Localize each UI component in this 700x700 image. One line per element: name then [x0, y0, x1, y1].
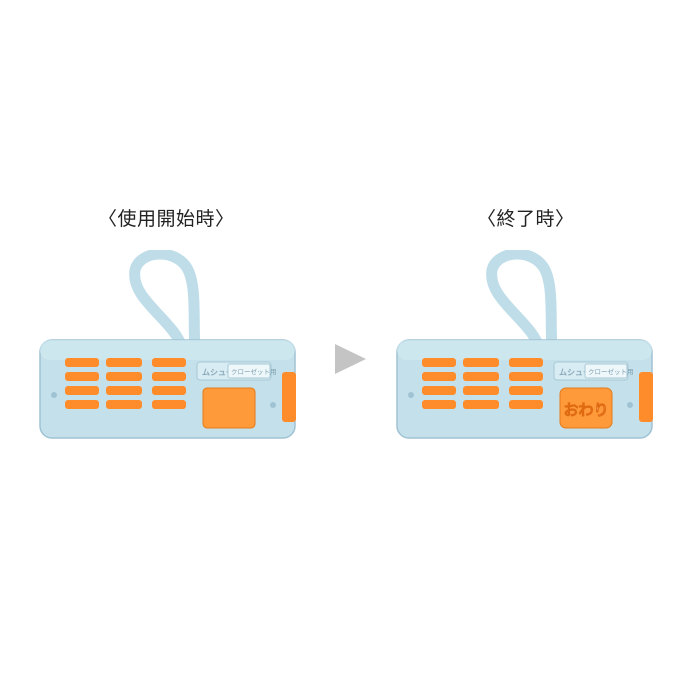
- brand-name: ムシューダ: [559, 367, 599, 377]
- indicator-end-text: おわり: [563, 401, 608, 419]
- product-end: ムシューダ クローゼット用 おわり: [392, 250, 662, 460]
- vent-grid: [65, 358, 186, 409]
- brand-product: クローゼット用: [231, 367, 277, 376]
- hook: [486, 250, 558, 356]
- product-start: ムシューダ クローゼット用: [35, 250, 305, 460]
- side-vent: [639, 372, 653, 422]
- hook: [129, 250, 201, 356]
- label-start: 〈使用開始時〉: [98, 208, 235, 230]
- play-triangle-icon: [335, 344, 366, 374]
- label-end: 〈終了時〉: [477, 208, 575, 230]
- indicator-window: [559, 387, 613, 429]
- brand-product: クローゼット用: [588, 367, 634, 376]
- brand-name: ムシューダ: [202, 367, 242, 377]
- side-vent: [282, 372, 296, 422]
- vent-grid: [422, 358, 543, 409]
- indicator-window: [202, 387, 256, 429]
